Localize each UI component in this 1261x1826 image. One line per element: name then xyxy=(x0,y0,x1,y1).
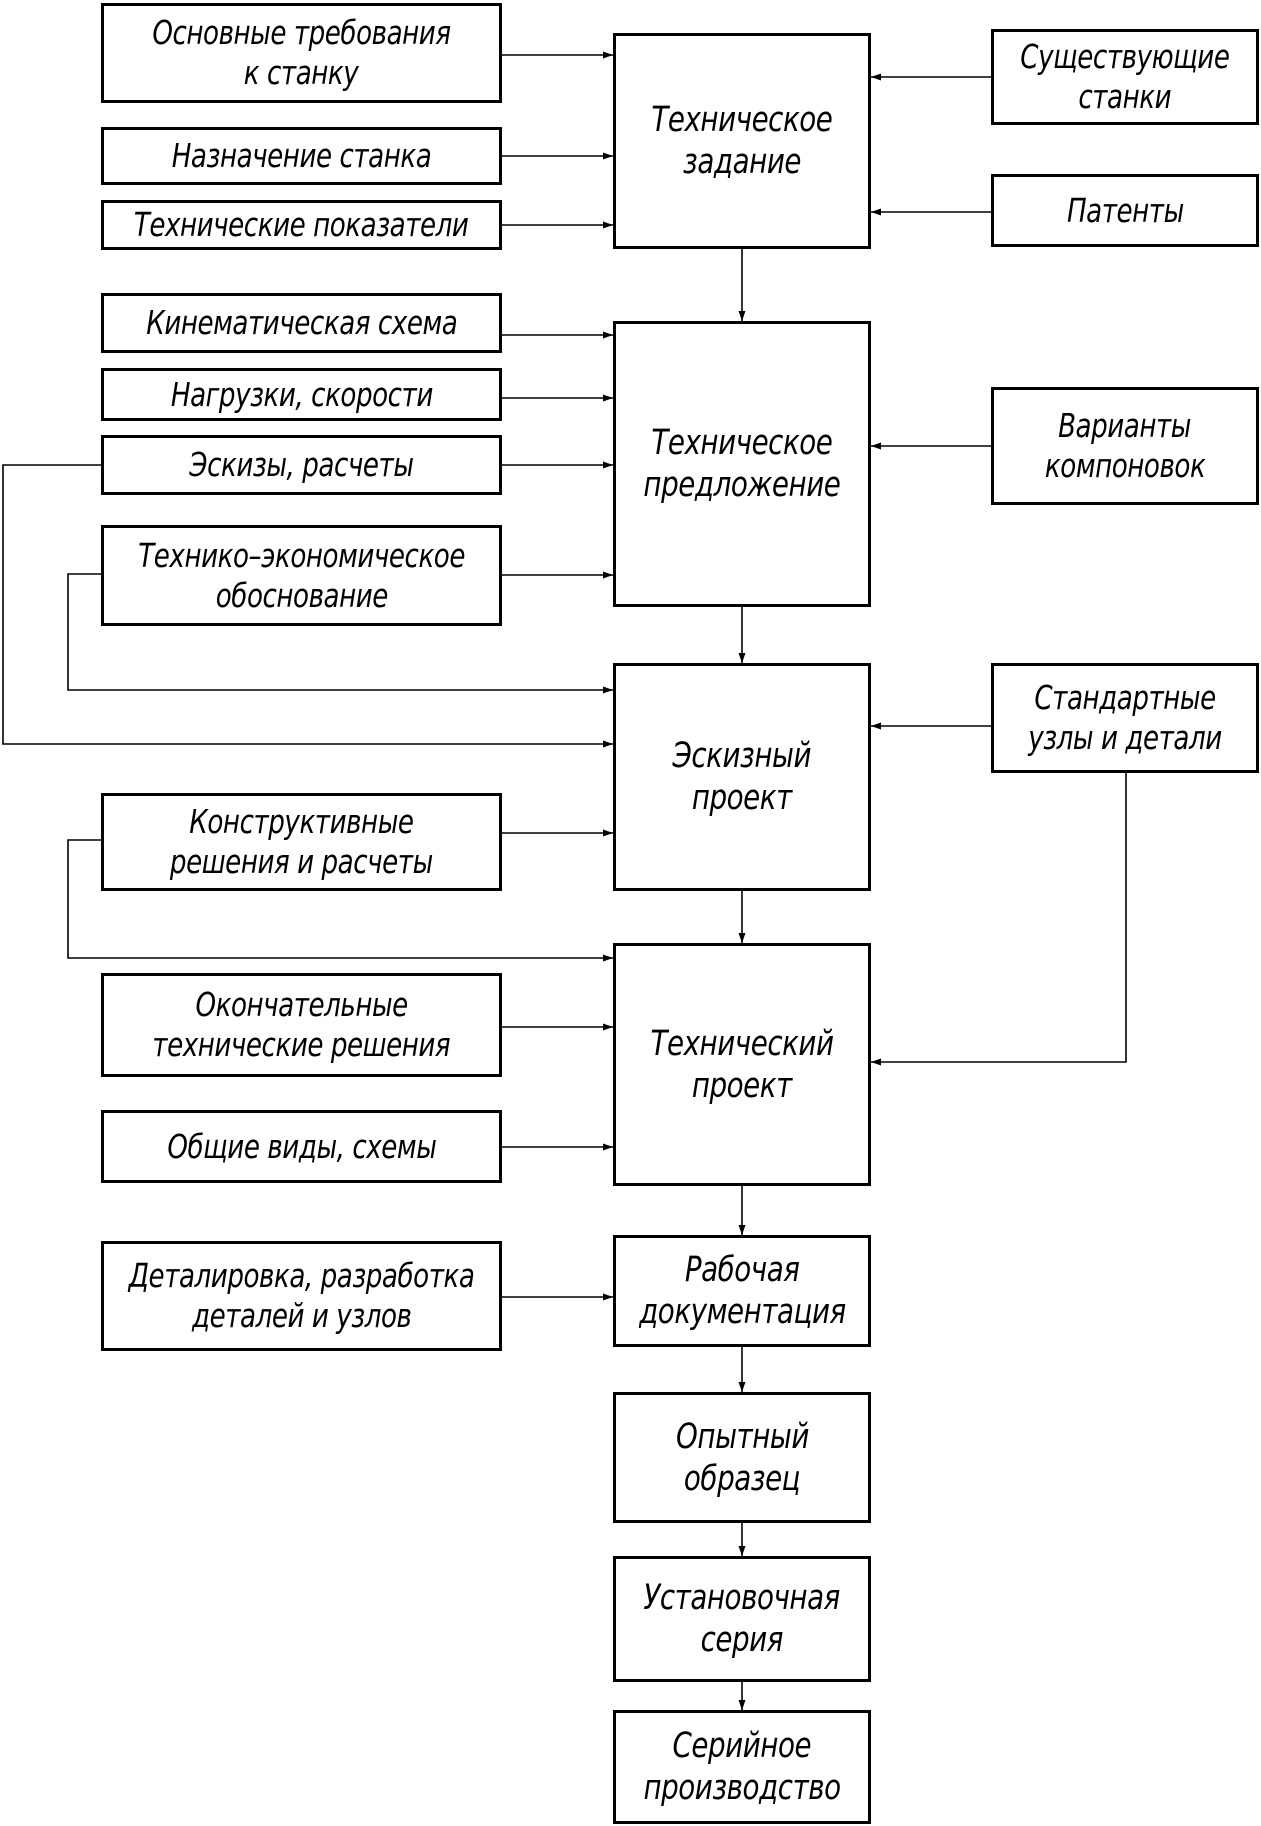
input-sketches-calcs: Эскизы, расчеты xyxy=(101,435,502,495)
stage-tech-project: Технический проект xyxy=(613,943,871,1186)
input-final-solutions: Окончательные технические решения xyxy=(101,973,502,1077)
stage-tech-project-line-1: Технический xyxy=(650,1023,834,1064)
stage-tech-assignment-line-1: Техническое xyxy=(651,100,833,140)
input-kinematic-scheme: Кинематическая схема xyxy=(101,293,502,353)
input-tech-indicators: Технические показатели xyxy=(101,200,502,250)
input-machine-purpose: Назначение станка xyxy=(101,127,502,185)
stage-tech-proposal: Техническое предложение xyxy=(613,321,871,607)
stage-tech-proposal-line-2: предложение xyxy=(643,465,841,505)
stage-pilot-series-line-1: Установочная xyxy=(643,1578,841,1618)
input-kinematic-scheme-line-1: Кинематическая схема xyxy=(145,303,458,343)
input-general-views: Общие виды, схемы xyxy=(101,1110,502,1183)
stage-tech-assignment-line-2: задание xyxy=(683,142,801,182)
input-design-solutions-line-1: Конструктивные xyxy=(189,802,414,842)
input-basic-requirements-line-1: Основные требования xyxy=(152,13,451,53)
input-standard-units-line-2: узлы и детали xyxy=(1028,718,1222,757)
stage-tech-proposal-line-1: Техническое xyxy=(651,423,833,463)
stage-working-docs: Рабочая документация xyxy=(613,1235,871,1347)
stage-working-docs-line-1: Рабочая xyxy=(684,1250,800,1290)
stage-prototype: Опытный образец xyxy=(613,1392,871,1523)
stage-prototype-line-2: образец xyxy=(683,1458,801,1499)
input-patents: Патенты xyxy=(991,174,1259,247)
input-sketches-calcs-line-1: Эскизы, расчеты xyxy=(189,445,414,485)
input-layout-variants-line-1: Варианты xyxy=(1058,406,1192,446)
stage-draft-project-line-2: проект xyxy=(692,778,792,818)
input-tech-indicators-line-1: Технические показатели xyxy=(134,205,469,245)
input-general-views-line-1: Общие виды, схемы xyxy=(166,1126,437,1166)
stage-serial-production-line-1: Серийное xyxy=(672,1726,812,1766)
input-existing-machines: Существующие станки xyxy=(991,29,1259,125)
input-basic-requirements-line-2: к станку xyxy=(244,53,359,92)
input-final-solutions-line-1: Окончательные xyxy=(195,985,408,1025)
input-basic-requirements: Основные требования к станку xyxy=(101,3,502,103)
input-detailing: Деталировка, разработка деталей и узлов xyxy=(101,1241,502,1351)
arrow-feasibility-to-draft xyxy=(67,573,613,694)
input-standard-units-line-1: Стандартные xyxy=(1034,678,1216,718)
stage-draft-project-line-1: Эскизный xyxy=(672,736,812,776)
stage-serial-production: Серийное производство xyxy=(613,1710,871,1824)
stage-working-docs-line-2: документация xyxy=(638,1292,846,1332)
input-feasibility-study-line-1: Технико–экономическое xyxy=(138,535,465,575)
input-detailing-line-2: деталей и узлов xyxy=(191,1296,412,1335)
arrow-sketches-to-draft xyxy=(2,464,613,748)
input-standard-units: Стандартные узлы и детали xyxy=(991,663,1259,773)
stage-draft-project: Эскизный проект xyxy=(613,663,871,891)
input-loads-speeds: Нагрузки, скорости xyxy=(101,368,502,421)
input-machine-purpose-line-1: Назначение станка xyxy=(171,136,432,176)
stage-tech-project-line-2: проект xyxy=(692,1065,792,1106)
stage-serial-production-line-2: производство xyxy=(643,1768,841,1808)
input-feasibility-study: Технико–экономическое обоснование xyxy=(101,525,502,626)
stage-pilot-series-line-2: серия xyxy=(700,1620,784,1660)
arrow-design-to-tech-project xyxy=(67,839,613,962)
stage-pilot-series: Установочная серия xyxy=(613,1556,871,1682)
input-existing-machines-line-1: Существующие xyxy=(1020,37,1230,77)
arrow-standard-units-tech xyxy=(871,773,1127,1066)
input-loads-speeds-line-1: Нагрузки, скорости xyxy=(170,374,433,414)
input-layout-variants-line-2: компоновок xyxy=(1044,446,1206,485)
input-design-solutions-line-2: решения и расчеты xyxy=(170,842,433,881)
input-feasibility-study-line-2: обоснование xyxy=(215,575,388,615)
stage-prototype-line-1: Опытный xyxy=(675,1416,809,1457)
input-final-solutions-line-2: технические решения xyxy=(152,1025,451,1064)
input-layout-variants: Варианты компоновок xyxy=(991,387,1259,505)
input-existing-machines-line-2: станки xyxy=(1078,77,1172,116)
input-patents-line-1: Патенты xyxy=(1066,190,1184,230)
stage-tech-assignment: Техническое задание xyxy=(613,33,871,249)
input-detailing-line-1: Деталировка, разработка xyxy=(128,1256,475,1296)
input-design-solutions: Конструктивные решения и расчеты xyxy=(101,793,502,891)
